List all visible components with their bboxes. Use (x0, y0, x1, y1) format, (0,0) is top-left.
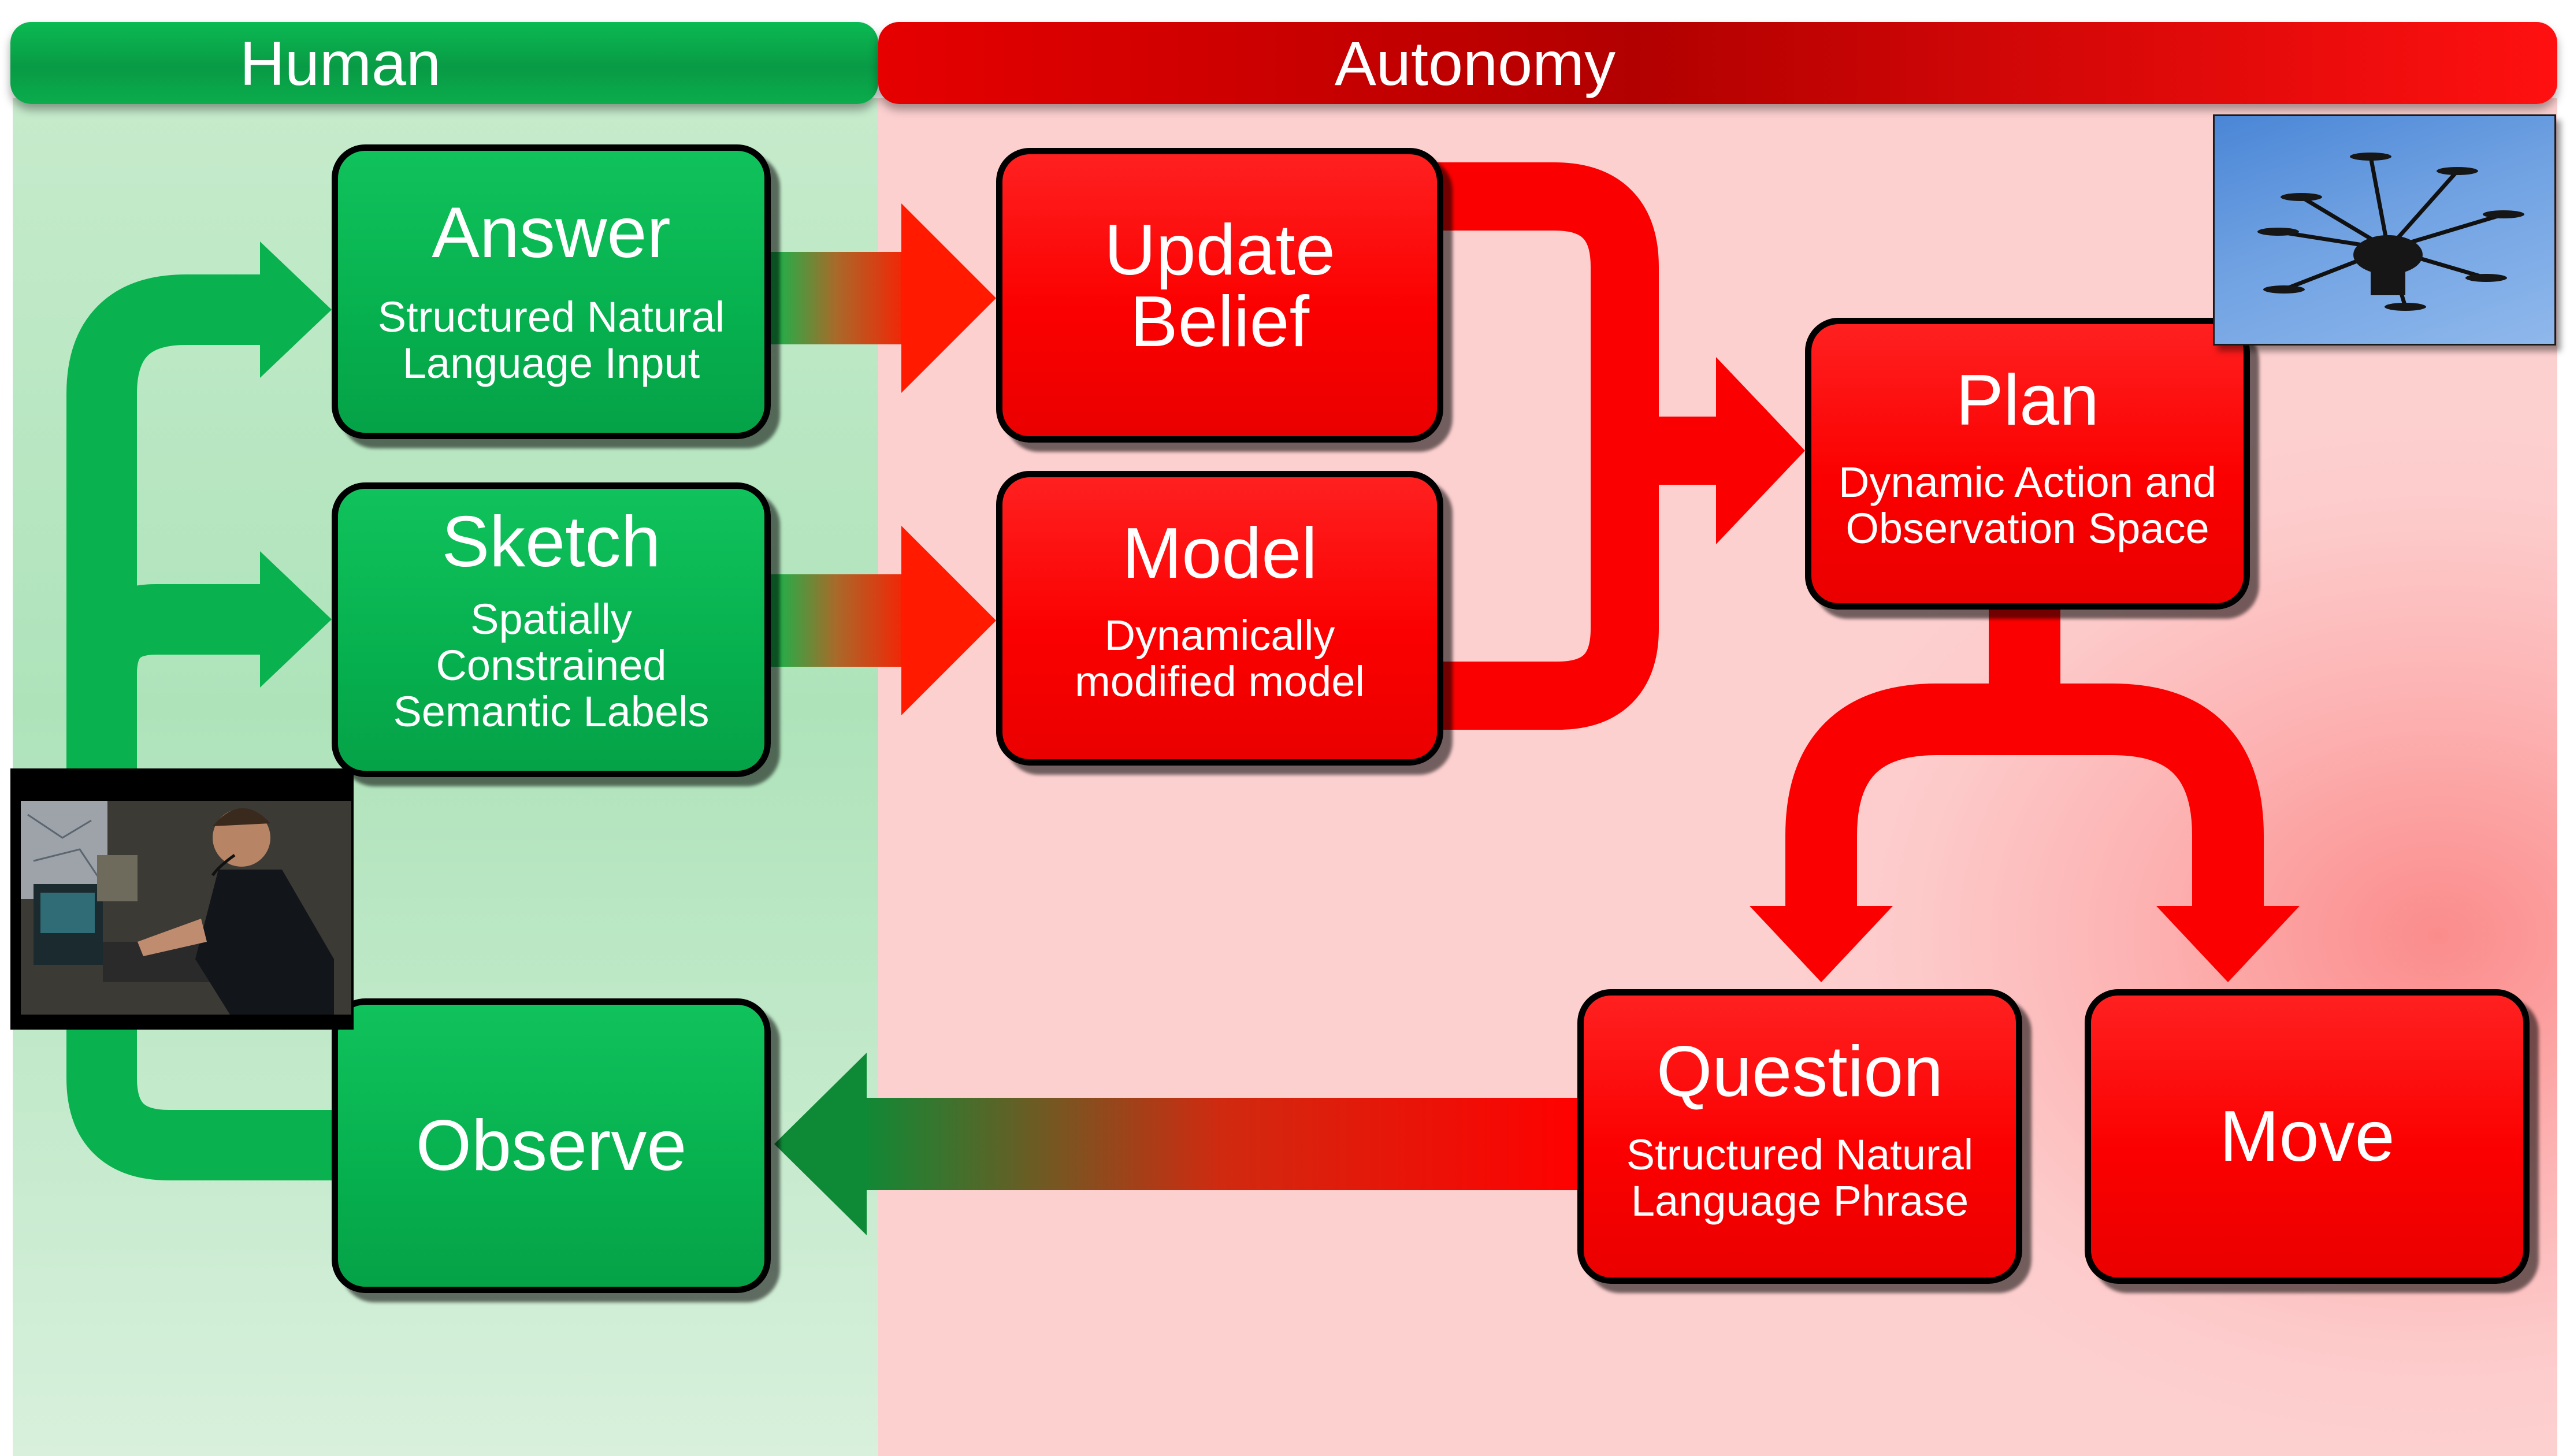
loop-arrowhead-answer (260, 242, 332, 378)
update-belief-box: Update Belief (996, 148, 1443, 443)
answer-title: Answer (432, 193, 671, 273)
question-to-observe-arrow (774, 1053, 1582, 1235)
sketch-subtitle-line2: Constrained (436, 641, 667, 689)
model-subtitle: Dynamically modified model (1002, 612, 1437, 705)
autonomy-header-label: Autonomy (1334, 28, 1616, 98)
operator-photo (10, 768, 354, 1030)
feedback-loop-arrow (66, 274, 335, 1180)
loop-arrowhead-sketch (260, 551, 332, 688)
plan-split-arrow (1785, 607, 2264, 913)
human-header: Human (10, 22, 878, 104)
observe-title: Observe (415, 1106, 687, 1186)
plan-subtitle-line2: Observation Space (1845, 504, 2209, 552)
plan-subtitle: Dynamic Action and Observation Space (1811, 459, 2244, 552)
sketch-to-model-arrow (771, 526, 996, 715)
sketch-subtitle: Spatially Constrained Semantic Labels (338, 596, 764, 735)
model-box: Model Dynamically modified model (996, 471, 1443, 766)
autonomy-header: Autonomy (878, 22, 2557, 104)
plan-title: Plan (1955, 361, 2100, 440)
move-box: Move (2085, 989, 2530, 1284)
merge-to-plan-arrow (1416, 162, 1728, 730)
move-arrowhead (2156, 906, 2300, 982)
model-title: Model (1122, 514, 1317, 593)
sketch-subtitle-line1: Spatially (470, 595, 632, 643)
sketch-title: Sketch (441, 502, 661, 582)
question-box: Question Structured Natural Language Phr… (1577, 989, 2022, 1284)
answer-subtitle-line1: Structured Natural (377, 293, 725, 341)
drone-photo (2213, 114, 2556, 346)
answer-subtitle-line2: Language Input (402, 339, 700, 387)
sketch-subtitle-line3: Semantic Labels (393, 687, 710, 736)
question-arrowhead (1750, 906, 1893, 982)
answer-subtitle: Structured Natural Language Input (338, 294, 764, 387)
plan-box: Plan Dynamic Action and Observation Spac… (1805, 318, 2250, 610)
question-title: Question (1656, 1032, 1944, 1112)
human-header-label: Human (239, 28, 441, 98)
model-subtitle-line1: Dynamically (1104, 611, 1335, 659)
answer-to-update-arrow (771, 203, 996, 393)
update-belief-title-line2: Belief (1130, 282, 1310, 362)
update-belief-title: Update Belief (1002, 214, 1437, 358)
update-belief-title-line1: Update (1104, 210, 1335, 290)
observe-box: Observe (332, 998, 771, 1293)
question-subtitle: Structured Natural Language Phrase (1584, 1132, 2016, 1224)
question-subtitle-line1: Structured Natural (1626, 1131, 1974, 1179)
sketch-box: Sketch Spatially Constrained Semantic La… (332, 482, 771, 777)
question-subtitle-line2: Language Phrase (1631, 1176, 1969, 1225)
plan-arrowhead (1716, 357, 1805, 544)
model-subtitle-line2: modified model (1075, 657, 1365, 705)
plan-subtitle-line1: Dynamic Action and (1838, 458, 2216, 506)
answer-box: Answer Structured Natural Language Input (332, 144, 771, 439)
move-title: Move (2219, 1097, 2395, 1176)
